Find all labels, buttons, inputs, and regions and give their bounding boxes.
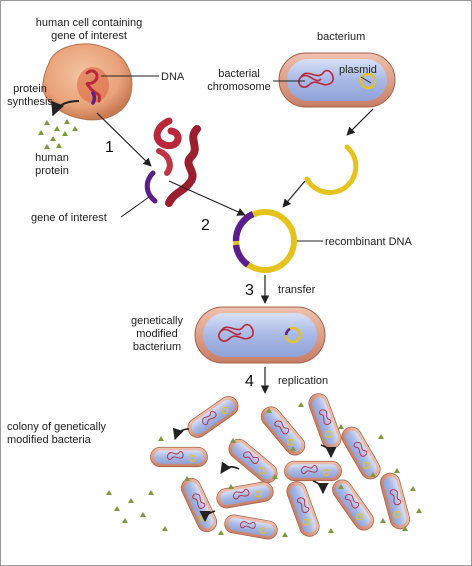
colony-label: colony of genetically modified bacteria <box>7 421 106 447</box>
human-cell-label-line-2: gene of interest <box>51 30 127 42</box>
human-gene <box>91 91 97 105</box>
bacteria-colony <box>149 390 413 542</box>
plasmid-insert-arrow <box>282 180 306 208</box>
human-protein-label-line-2: protein <box>35 165 69 177</box>
human-protein-label-line-1: human <box>35 152 69 164</box>
transfer-label: transfer <box>278 284 316 296</box>
human-cell-label-line-1: human cell containing <box>35 17 143 29</box>
step-1-number: 1 <box>105 139 114 156</box>
bacterium-label: bacterium <box>317 31 366 43</box>
bacterial-chromosome-label-line-1: bacterial <box>218 68 260 80</box>
plasmid-ring <box>359 72 377 90</box>
protein-synthesis-label-line-1: protein <box>13 83 47 95</box>
human-protein-label: human protein <box>27 152 77 178</box>
human-dna <box>85 69 101 103</box>
human-cell-label: human cell containing gene of interest <box>21 17 157 43</box>
plasmid-label: plasmid <box>339 64 377 76</box>
bacterial-chromosome-label: bacterial chromosome <box>207 68 271 94</box>
step-2-arrow <box>168 180 246 216</box>
bacterium-top <box>278 52 396 108</box>
protein-synthesis-label: protein synthesis <box>5 83 55 109</box>
step-2-number: 2 <box>201 217 210 234</box>
recombinant-dna-label: recombinant DNA <box>325 236 412 248</box>
gm-bacterium-label-line-1: genetically <box>131 315 183 327</box>
gene-pointer <box>120 196 150 218</box>
gene-of-interest-label: gene of interest <box>31 212 107 224</box>
dna-label: DNA <box>161 71 185 83</box>
step-3-number: 3 <box>245 282 254 299</box>
bacterial-chromosome <box>298 69 334 88</box>
plasmid-arrow <box>346 108 374 136</box>
protein-synthesis-label-line-2: synthesis <box>7 96 53 108</box>
colony-label-line-1: colony of genetically <box>7 421 107 433</box>
step-1-arrow <box>96 112 152 167</box>
human-protein-cluster <box>38 119 78 149</box>
replication-label: replication <box>278 375 329 387</box>
replication-arrows <box>172 427 337 523</box>
colony-label-line-2: modified bacteria <box>7 434 91 446</box>
cut-plasmid <box>304 144 359 195</box>
gm-bacterium-label-line-3: bacterium <box>132 341 182 353</box>
gm-bacterium <box>194 306 326 364</box>
dna-fragment <box>153 117 201 207</box>
recombinant-dna-ring <box>232 209 297 273</box>
gm-bacterium-label-line-2: modified <box>136 328 178 340</box>
step-4-number: 4 <box>245 373 254 390</box>
plasmid-pointer <box>360 76 372 84</box>
gm-bacterium-label: genetically modified bacterium <box>119 315 195 354</box>
gene-fragment <box>144 170 158 204</box>
human-cell <box>42 43 133 121</box>
bacterial-chromosome-label-line-2: chromosome <box>207 81 271 93</box>
protein-synthesis-arrow <box>51 100 80 117</box>
